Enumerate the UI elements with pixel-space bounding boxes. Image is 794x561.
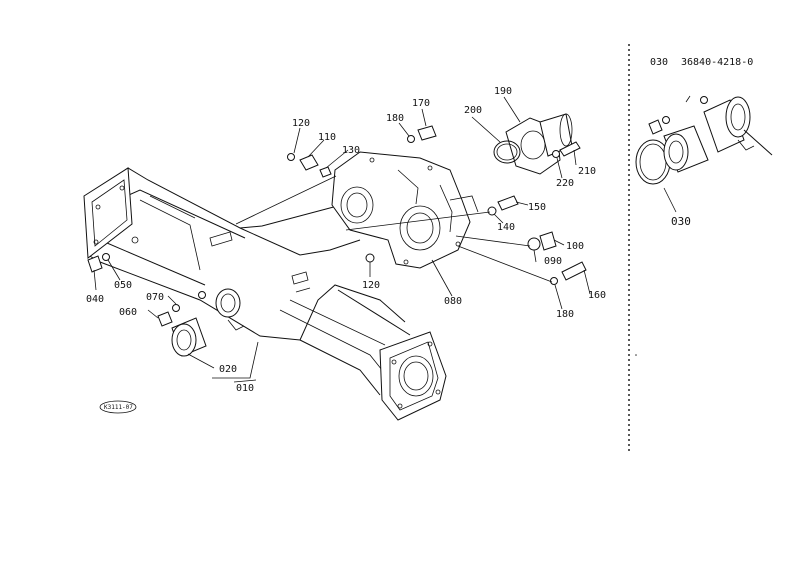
washer-180-top <box>407 135 415 143</box>
callout-140: 140 <box>497 222 515 233</box>
callout-220: 220 <box>556 178 574 189</box>
header-part-number: 36840-4218-0 <box>681 57 753 68</box>
drawing-stamp: K3111-07 <box>104 404 133 411</box>
callout-110: 110 <box>318 132 336 143</box>
callout-180-top: 180 <box>386 113 404 124</box>
callout-labels: 120 110 130 180 170 200 190 210 220 150 … <box>86 86 606 394</box>
callout-080: 080 <box>444 296 462 307</box>
header-ref: 030 <box>650 57 668 68</box>
nut-100 <box>539 231 557 251</box>
washer-180-low <box>550 277 558 285</box>
callout-120-top: 120 <box>292 118 310 129</box>
plug-040 <box>87 255 103 273</box>
callout-060: 060 <box>119 307 137 318</box>
callout-190: 190 <box>494 86 512 97</box>
bearing-housing-190 <box>505 113 573 175</box>
callout-070: 070 <box>146 292 164 303</box>
callout-090: 090 <box>544 256 562 267</box>
callout-180-low: 180 <box>556 309 574 320</box>
bolt-150 <box>497 195 519 211</box>
axle-housing <box>83 167 447 421</box>
washer-120-top <box>287 153 295 161</box>
bolt-170 <box>417 125 437 141</box>
bolt-160 <box>561 261 587 281</box>
callout-130: 130 <box>342 145 360 156</box>
inset-label: 030 <box>671 215 691 228</box>
plug-110 <box>299 154 319 171</box>
carrier-cover <box>331 151 479 269</box>
bolt-210 <box>559 141 581 157</box>
washer-070 <box>172 304 180 312</box>
washer-050 <box>102 253 110 261</box>
inset-assembly <box>635 95 773 185</box>
washer-220 <box>552 150 560 158</box>
callout-020: 020 <box>219 364 237 375</box>
stamp-oval <box>99 400 137 414</box>
washer-090 <box>527 237 541 251</box>
leader-lines <box>93 96 591 383</box>
washer-140 <box>487 206 497 216</box>
callout-120-center: 120 <box>362 280 380 291</box>
callout-050: 050 <box>114 280 132 291</box>
plug-130 <box>319 166 332 178</box>
callout-160: 160 <box>588 290 606 301</box>
callout-150: 150 <box>528 202 546 213</box>
washer-120-center <box>365 253 375 263</box>
callout-200: 200 <box>464 105 482 116</box>
callout-040: 040 <box>86 294 104 305</box>
callout-210: 210 <box>578 166 596 177</box>
o-ring-200 <box>493 140 521 164</box>
callout-170: 170 <box>412 98 430 109</box>
callout-100: 100 <box>566 241 584 252</box>
plug-060 <box>157 311 173 327</box>
bushing-020 <box>171 317 207 357</box>
callout-010: 010 <box>236 383 254 394</box>
